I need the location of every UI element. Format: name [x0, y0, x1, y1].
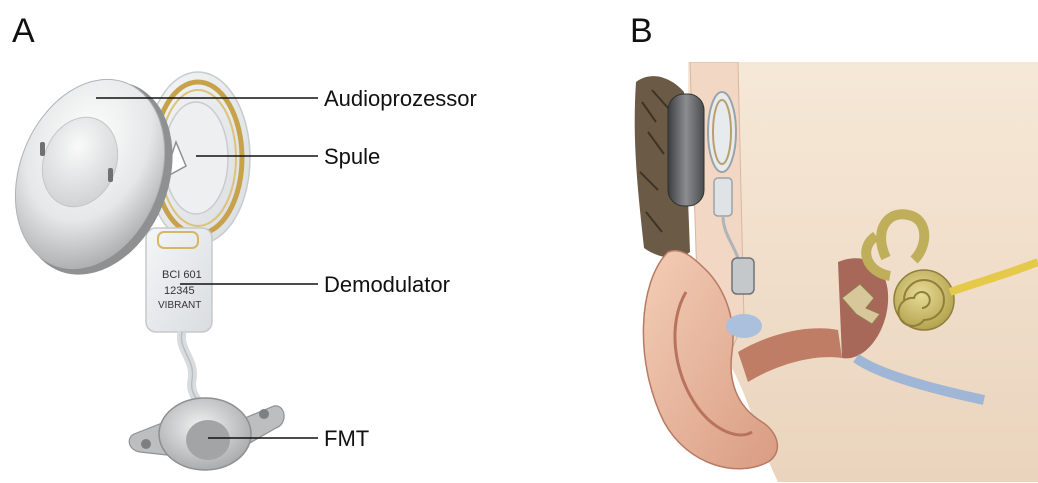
external-audio-processor — [668, 94, 704, 206]
label-audioprocessor: Audioprozessor — [324, 88, 477, 110]
implant-print-line3: VIBRANT — [158, 300, 201, 311]
device-illustration: BCI 601 12345 VIBRANT — [0, 0, 520, 483]
label-demodulator: Demodulator — [324, 274, 450, 296]
lead-wire — [181, 332, 200, 404]
ear-cross-section-illustration — [628, 62, 1038, 482]
cochlea — [894, 270, 954, 330]
fmt-transducer — [129, 398, 284, 470]
implant-print-line1: BCI 601 — [162, 269, 202, 281]
label-fmt: FMT — [324, 428, 369, 450]
panel-b-letter: B — [630, 14, 653, 48]
implant-print-line2: 12345 — [164, 285, 195, 297]
demodulator-body: BCI 601 12345 VIBRANT — [146, 228, 212, 332]
label-coil: Spule — [324, 146, 380, 168]
